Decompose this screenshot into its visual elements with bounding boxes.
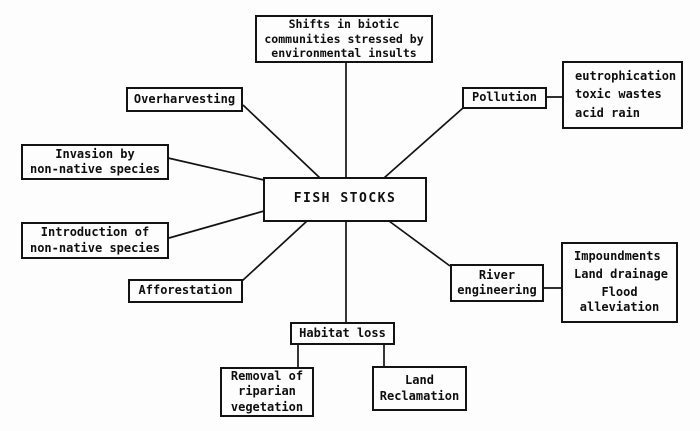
- node-pollution-effects-list: eutrophication toxic wastes acid rain: [562, 61, 683, 129]
- list-item: eutrophication: [575, 68, 677, 83]
- node-label: Introduction of non-native species: [29, 225, 161, 255]
- node-introduction-non-native-species: Introduction of non-native species: [21, 222, 169, 259]
- node-label: Removal of riparian vegetation: [230, 368, 304, 414]
- node-afforestation: Afforestation: [128, 279, 243, 303]
- node-label: FISH STOCKS: [293, 191, 397, 207]
- node-invasion-non-native-species: Invasion by non-native species: [21, 144, 169, 180]
- list-item: acid rain: [575, 105, 641, 120]
- node-label: Land Reclamation: [379, 373, 460, 403]
- node-fish-stocks-center: FISH STOCKS: [263, 177, 427, 222]
- node-label: Invasion by non-native species: [29, 146, 161, 176]
- list-item: toxic wastes: [575, 87, 662, 102]
- edge-river-fishstocks: [388, 220, 451, 267]
- node-label: Afforestation: [138, 283, 233, 298]
- node-river-engineering: River engineering: [450, 264, 544, 302]
- node-pollution: Pollution: [462, 87, 547, 109]
- edge-pollution-fishstocks: [383, 107, 464, 179]
- node-label: River engineering: [457, 267, 537, 297]
- node-habitat-loss: Habitat loss: [290, 322, 395, 345]
- list-item: Land drainage: [574, 267, 668, 282]
- edge-afforestation-fishstocks: [241, 220, 308, 282]
- node-removal-riparian-vegetation: Removal of riparian vegetation: [220, 367, 314, 417]
- list-item: Impoundments: [574, 249, 661, 264]
- node-shifts-in-biotic-communities: Shifts in biotic communities stressed by…: [255, 15, 433, 63]
- node-label: Habitat loss: [299, 325, 386, 340]
- list-item: Flood alleviation: [579, 285, 660, 315]
- node-label: Pollution: [471, 90, 538, 105]
- edge-overharvesting-fishstocks: [242, 104, 321, 179]
- edge-invasion-fishstocks: [167, 157, 265, 181]
- node-label: Shifts in biotic communities stressed by…: [264, 16, 424, 61]
- node-land-reclamation: Land Reclamation: [372, 366, 467, 411]
- node-overharvesting: Overharvesting: [126, 87, 243, 112]
- node-label: Overharvesting: [133, 91, 236, 106]
- node-river-engineering-effects-list: Impoundments Land drainage Flood allevia…: [561, 242, 678, 323]
- edge-introduction-fishstocks: [168, 210, 265, 239]
